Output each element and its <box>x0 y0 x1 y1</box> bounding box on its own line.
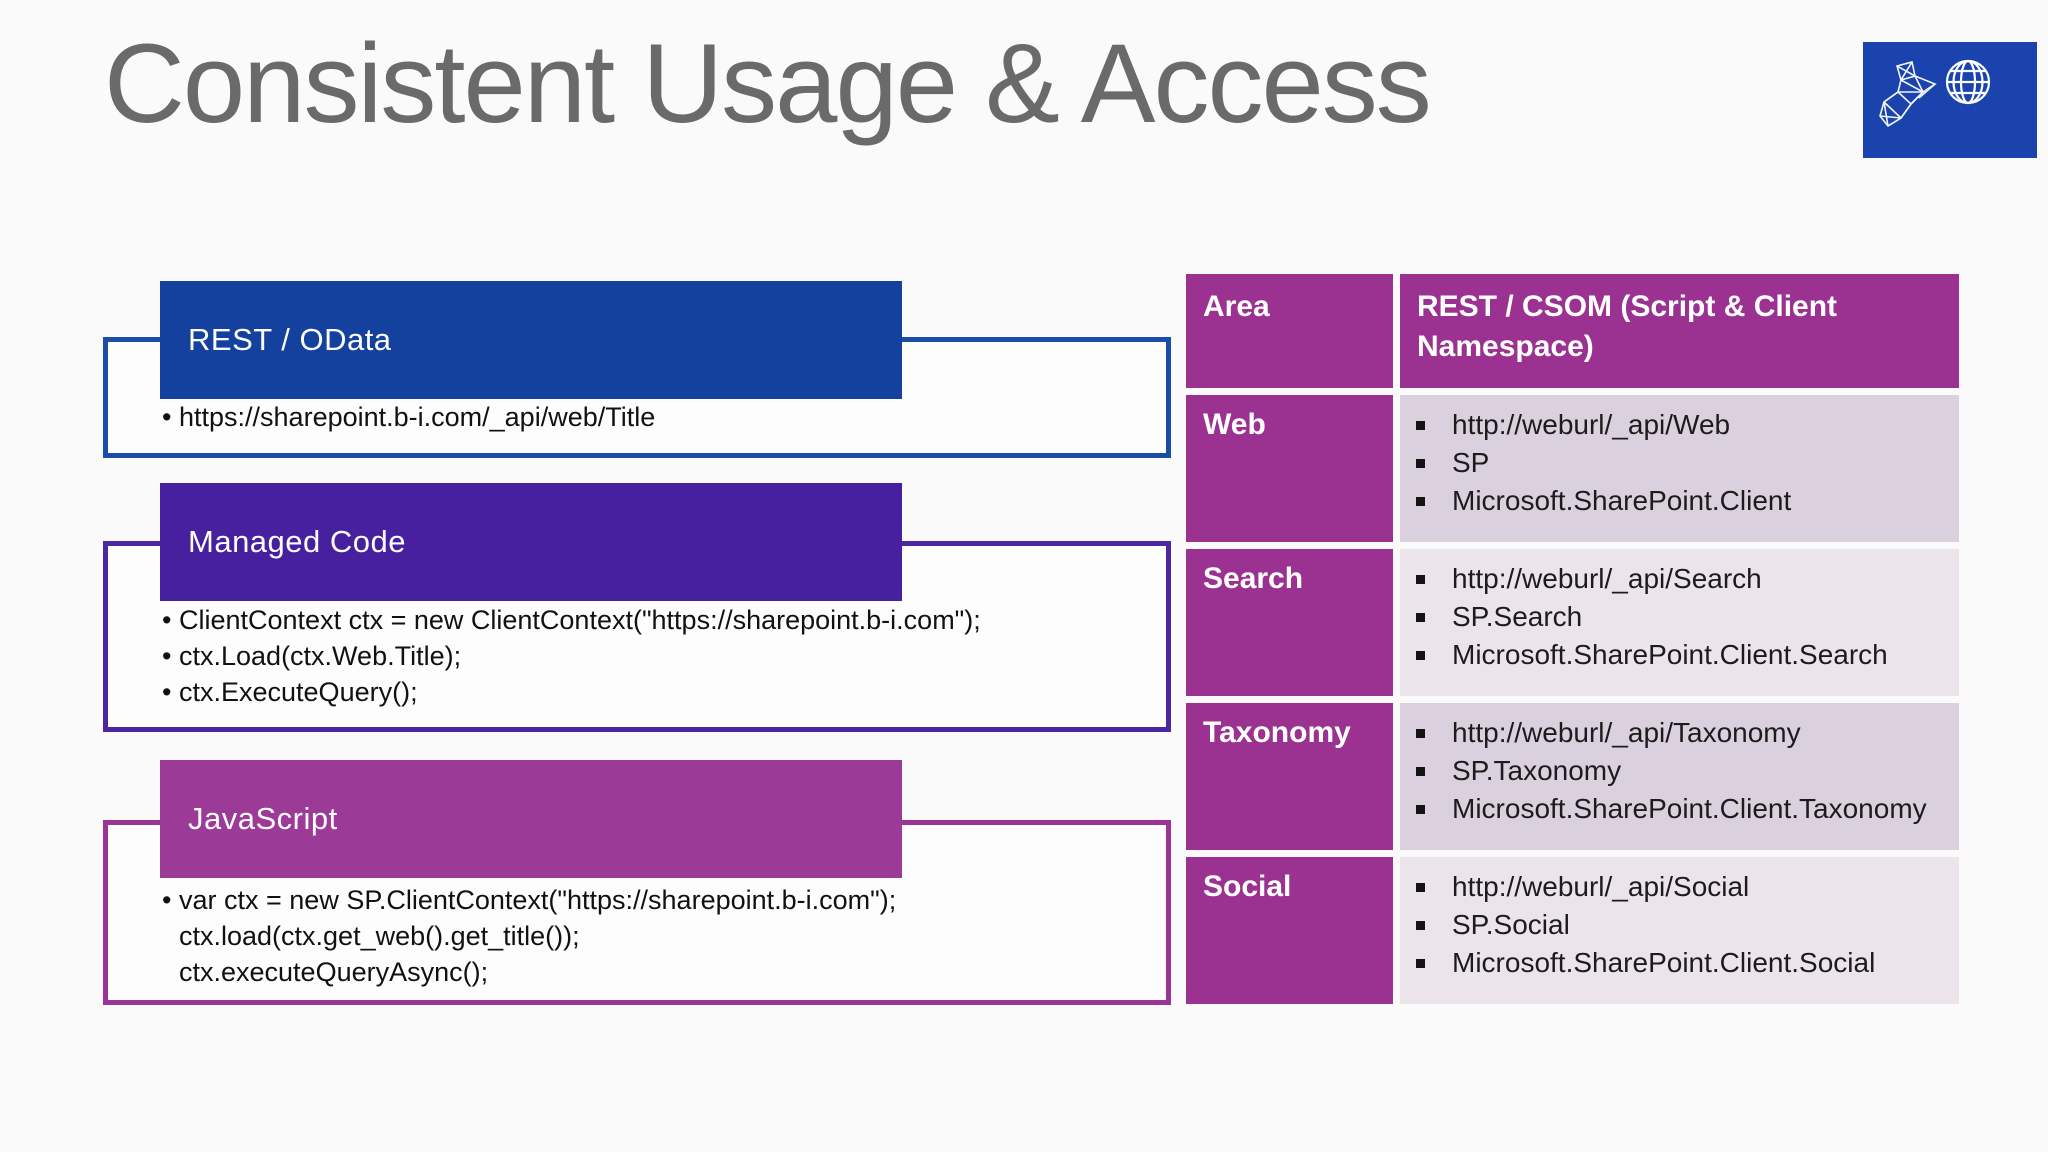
square-bullet-icon <box>1416 882 1425 892</box>
managed-code-code: •ClientContext ctx = new ClientContext("… <box>162 602 1142 710</box>
square-bullet-icon <box>1416 958 1425 968</box>
area-cell-social: Social <box>1186 857 1393 1004</box>
item-text: SP.Search <box>1452 601 1583 632</box>
list-item: SP.Search <box>1416 598 1953 636</box>
rest-odata-code: •https://sharepoint.b-i.com/_api/web/Tit… <box>162 399 1142 435</box>
bullet-marker: • <box>162 885 172 915</box>
item-text: Microsoft.SharePoint.Client.Search <box>1452 639 1888 670</box>
bullet-marker: • <box>162 641 172 671</box>
item-text: Microsoft.SharePoint.Client.Taxonomy <box>1452 793 1927 824</box>
square-bullet-icon <box>1416 920 1425 930</box>
item-text: SP.Social <box>1452 909 1570 940</box>
vendor-logo <box>1863 42 2037 158</box>
javascript-header-label: JavaScript <box>188 801 338 836</box>
code-line: •https://sharepoint.b-i.com/_api/web/Tit… <box>162 399 1142 435</box>
table-header-rest-csom: REST / CSOM (Script & Client Namespace) <box>1400 274 1959 388</box>
code-text: var ctx = new SP.ClientContext("https://… <box>179 885 897 915</box>
area-cell-search: Search <box>1186 549 1393 696</box>
rest-odata-header-label: REST / OData <box>188 322 392 357</box>
items-cell-taxonomy: http://weburl/_api/Taxonomy SP.Taxonomy … <box>1400 703 1959 850</box>
code-line: ctx.load(ctx.get_web().get_title()); <box>162 918 1142 954</box>
item-text: Microsoft.SharePoint.Client <box>1452 485 1792 516</box>
code-text: ctx.load(ctx.get_web().get_title()); <box>179 921 580 951</box>
square-bullet-icon <box>1416 496 1425 506</box>
code-text: ctx.ExecuteQuery(); <box>179 677 418 707</box>
bullet-marker: • <box>162 402 172 432</box>
code-line: •ctx.Load(ctx.Web.Title); <box>162 638 1142 674</box>
square-bullet-icon <box>1416 650 1425 660</box>
list-item: http://weburl/_api/Taxonomy <box>1416 714 1953 752</box>
square-bullet-icon <box>1416 420 1425 430</box>
code-text: ctx.executeQueryAsync(); <box>179 957 489 987</box>
code-text: ctx.Load(ctx.Web.Title); <box>179 641 462 671</box>
table-header-area: Area <box>1186 274 1393 388</box>
rest-odata-header: REST / OData <box>160 281 902 399</box>
code-line: •ClientContext ctx = new ClientContext("… <box>162 602 1142 638</box>
items-cell-web: http://weburl/_api/Web SP Microsoft.Shar… <box>1400 395 1959 542</box>
api-namespace-table: Area REST / CSOM (Script & Client Namesp… <box>1186 274 1959 1004</box>
code-line: ctx.executeQueryAsync(); <box>162 954 1142 990</box>
items-cell-social: http://weburl/_api/Social SP.Social Micr… <box>1400 857 1959 1004</box>
list-item: Microsoft.SharePoint.Client <box>1416 482 1953 520</box>
list-item: SP.Taxonomy <box>1416 752 1953 790</box>
square-bullet-icon <box>1416 574 1425 584</box>
item-text: Microsoft.SharePoint.Client.Social <box>1452 947 1876 978</box>
code-text: ClientContext ctx = new ClientContext("h… <box>179 605 981 635</box>
slide-title: Consistent Usage & Access <box>104 21 1432 146</box>
list-item: http://weburl/_api/Search <box>1416 560 1953 598</box>
managed-code-header: Managed Code <box>160 483 902 601</box>
item-text: SP.Taxonomy <box>1452 755 1622 786</box>
item-text: http://weburl/_api/Web <box>1452 409 1731 440</box>
globe-icon <box>1945 59 1991 105</box>
list-item: SP <box>1416 444 1953 482</box>
square-bullet-icon <box>1416 804 1425 814</box>
list-item: Microsoft.SharePoint.Client.Taxonomy <box>1416 790 1953 828</box>
code-text: https://sharepoint.b-i.com/_api/web/Titl… <box>179 402 656 432</box>
bullet-marker: • <box>162 605 172 635</box>
bullet-marker: • <box>162 677 172 707</box>
code-line: •var ctx = new SP.ClientContext("https:/… <box>162 882 1142 918</box>
list-item: Microsoft.SharePoint.Client.Social <box>1416 944 1953 982</box>
square-bullet-icon <box>1416 612 1425 622</box>
list-item: http://weburl/_api/Web <box>1416 406 1953 444</box>
list-item: SP.Social <box>1416 906 1953 944</box>
logo-graphic <box>1879 59 1991 128</box>
code-line: •ctx.ExecuteQuery(); <box>162 674 1142 710</box>
item-text: http://weburl/_api/Taxonomy <box>1452 717 1801 748</box>
item-text: http://weburl/_api/Social <box>1452 871 1750 902</box>
managed-code-header-label: Managed Code <box>188 524 406 559</box>
area-cell-web: Web <box>1186 395 1393 542</box>
item-text: SP <box>1452 447 1490 478</box>
area-cell-taxonomy: Taxonomy <box>1186 703 1393 850</box>
javascript-code: •var ctx = new SP.ClientContext("https:/… <box>162 882 1142 990</box>
square-bullet-icon <box>1416 458 1425 468</box>
sharepoint-wireframe-icon <box>1879 61 1937 128</box>
square-bullet-icon <box>1416 728 1425 738</box>
item-text: http://weburl/_api/Search <box>1452 563 1762 594</box>
items-cell-search: http://weburl/_api/Search SP.Search Micr… <box>1400 549 1959 696</box>
javascript-header: JavaScript <box>160 760 902 878</box>
list-item: Microsoft.SharePoint.Client.Search <box>1416 636 1953 674</box>
list-item: http://weburl/_api/Social <box>1416 868 1953 906</box>
square-bullet-icon <box>1416 766 1425 776</box>
